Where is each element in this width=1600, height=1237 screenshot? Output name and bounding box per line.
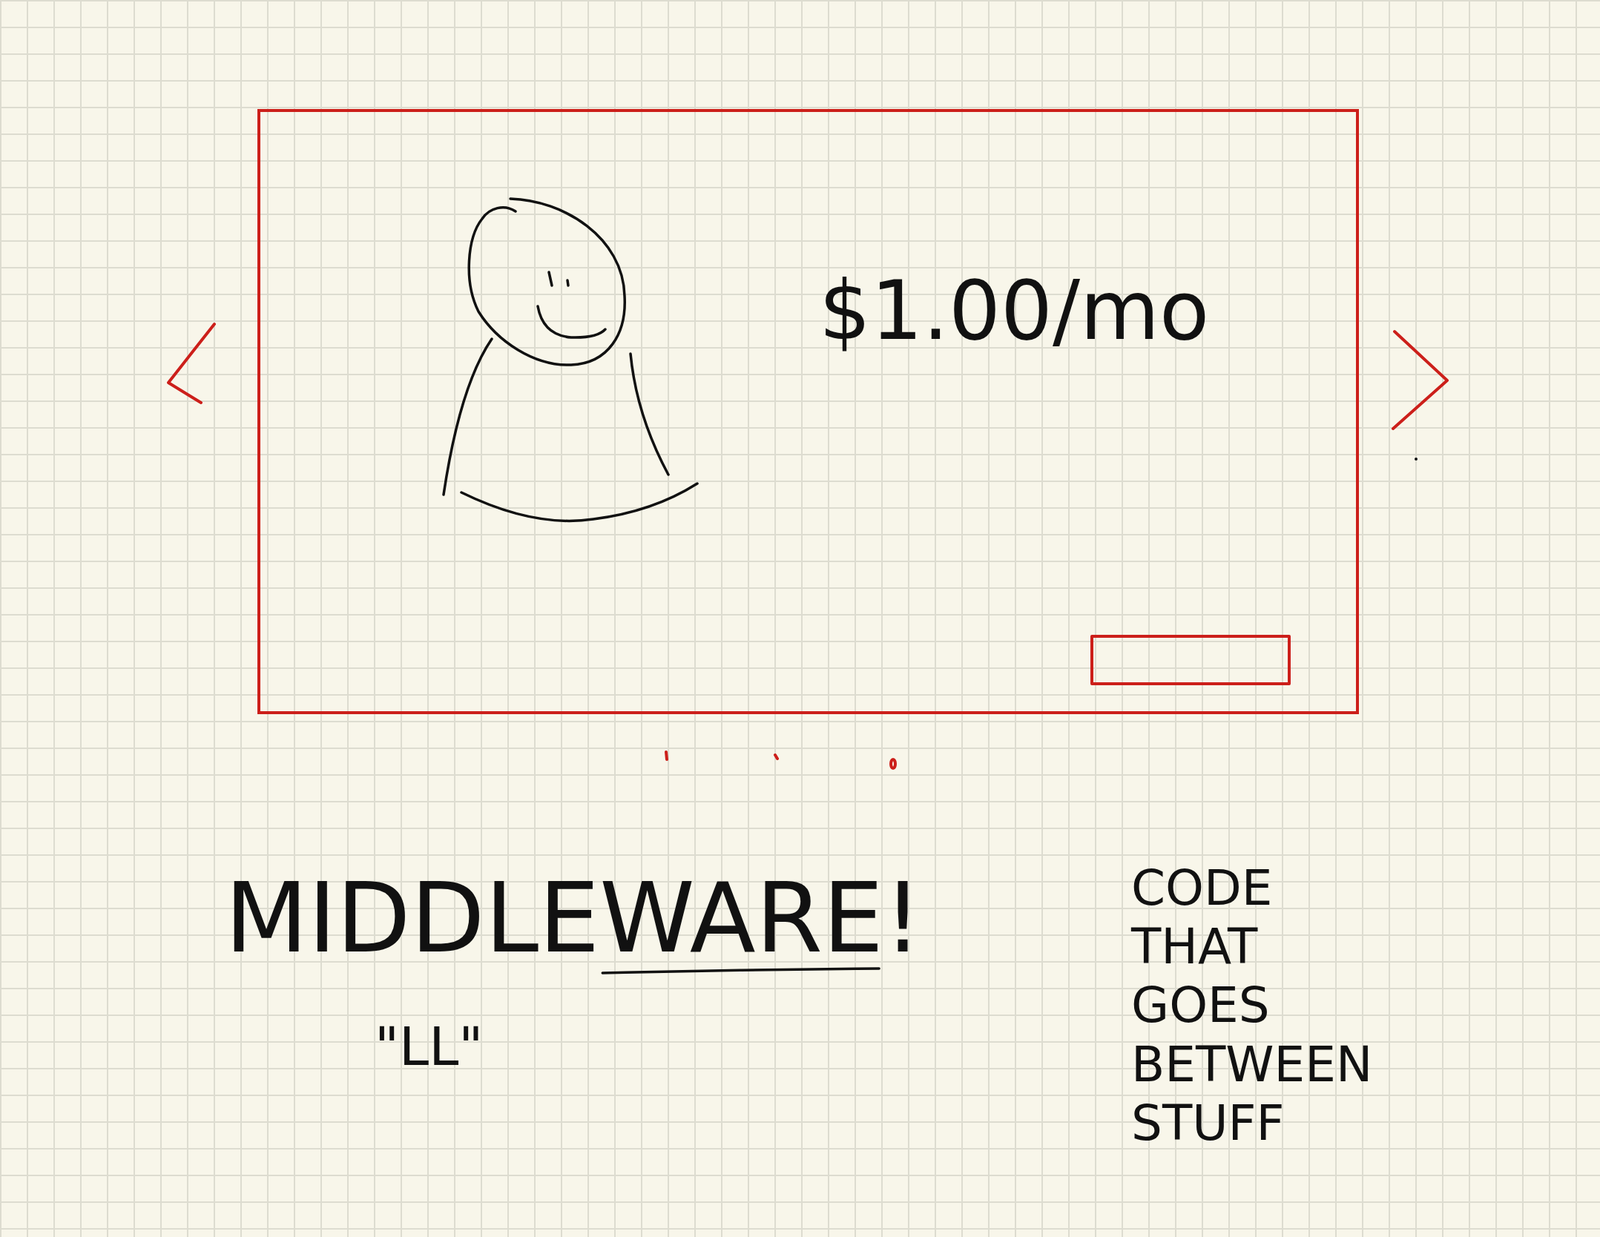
carousel-card: $1.00/mo [257,109,1359,715]
person-eye [567,280,569,286]
person-body [630,353,669,475]
next-chevron [1393,331,1448,429]
price-text: $1.00/mo [818,264,1210,359]
person-eye [548,272,552,286]
prev-chevron [168,324,215,403]
note-text: "LL" [374,1014,483,1079]
person-body [443,338,492,495]
definition-note: CODE THAT GOES BETWEEN STUFF [1131,858,1373,1153]
title-word: MIDDLEWARE! [224,860,923,977]
person-figure [443,198,698,521]
carousel-dot [666,752,667,760]
carousel-dot [775,755,778,759]
stray-dot [1414,457,1418,461]
card-button [1091,636,1290,684]
person-smile [537,306,606,338]
person-body [461,483,698,521]
carousel-dot [890,759,896,769]
